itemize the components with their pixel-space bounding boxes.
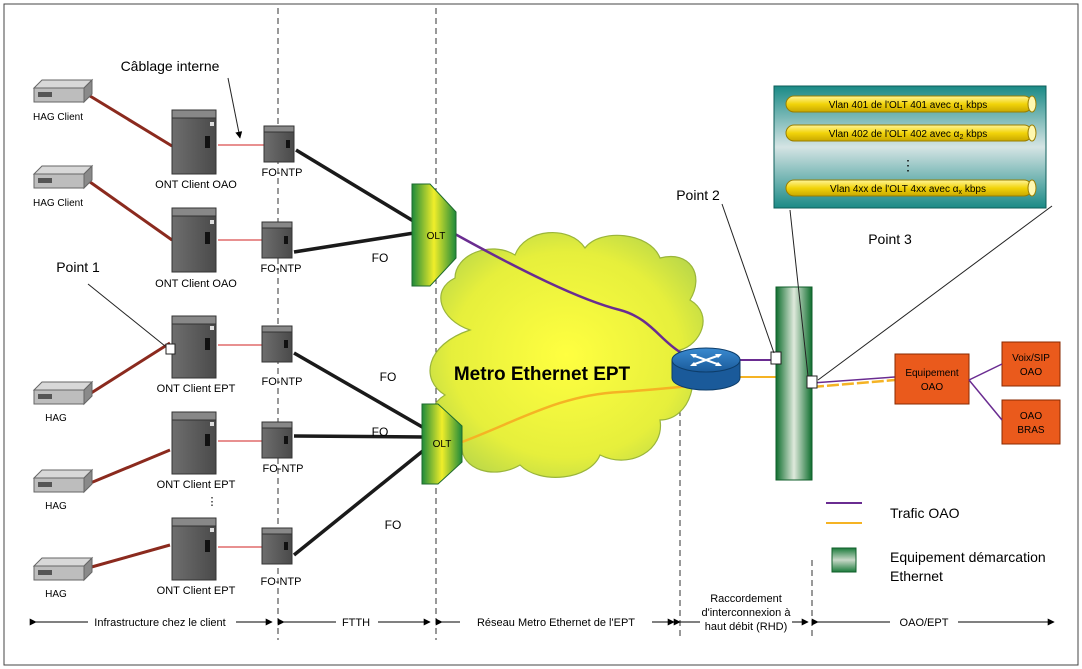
- ont-device: ONT Client EPT ⋮: [157, 411, 236, 508]
- ont-device: ONT Client EPT: [157, 315, 236, 395]
- vlan-label: Vlan 402 de l'OLT 402 avec α2 kbps: [829, 129, 988, 141]
- hag-label: HAG: [45, 413, 67, 424]
- olt-device: OLT: [421, 403, 463, 485]
- ont-label: ONT Client OAO: [155, 179, 237, 191]
- olt-devices: OLT OLT: [411, 183, 463, 485]
- hag-label: HAG: [45, 589, 67, 600]
- hag-label: HAG Client: [33, 198, 83, 209]
- legend: Trafic OAO Equipement démarcation Ethern…: [826, 502, 1046, 584]
- hag-device: HAG: [32, 380, 94, 424]
- ont-device: ONT Client EPT: [157, 517, 236, 597]
- equipement-oao-box: Equipement OAO: [894, 353, 970, 405]
- fo-label: FO: [372, 425, 389, 439]
- legend-demarcation-line2: Ethernet: [890, 568, 943, 584]
- point2-label: Point 2: [676, 187, 720, 203]
- fo-ntp-device: FO-NTP: [261, 221, 302, 275]
- oao-equipment: Equipement OAO Voix/SIP OAO OAO BRAS: [894, 341, 1061, 445]
- equipement-oao-line1: Equipement: [905, 368, 959, 379]
- oao-bras-line2: BRAS: [1017, 425, 1045, 436]
- olt-label: OLT: [433, 439, 452, 450]
- hag-ont-cables: [87, 94, 173, 570]
- section-rhd-line2: d'interconnexion à: [702, 607, 792, 619]
- oao-bras-line1: OAO: [1020, 411, 1042, 422]
- fo-ntp-label: FO-NTP: [261, 576, 302, 588]
- section-labels: Infrastructure chez le client FTTH Résea…: [94, 593, 948, 633]
- fiber-lines: [292, 148, 426, 557]
- point1-label: Point 1: [56, 259, 100, 275]
- olt-device: OLT: [411, 183, 457, 287]
- ont-devices: ONT Client OAO ONT Client OAO ONT Client…: [155, 109, 237, 597]
- ont-device: ONT Client OAO: [155, 207, 237, 290]
- section-reseau: Réseau Metro Ethernet de l'EPT: [477, 617, 635, 629]
- metro-ethernet-label: Metro Ethernet EPT: [454, 364, 631, 385]
- vlan-pipe: Vlan 4xx de l'OLT 4xx avec αx kbps: [785, 179, 1037, 197]
- hag-devices: HAG Client HAG Client HAG HAG: [32, 78, 94, 600]
- voix-sip-line2: OAO: [1020, 367, 1042, 378]
- section-rhd-line3: haut débit (RHD): [705, 621, 788, 633]
- vlan-ellipsis: ⋮: [901, 157, 915, 173]
- section-ftth: FTTH: [342, 617, 370, 629]
- section-oao-ept: OAO/EPT: [900, 617, 949, 629]
- hag-label: HAG: [45, 501, 67, 512]
- fo-label: FO: [380, 370, 397, 384]
- ont-label: ONT Client EPT: [157, 585, 236, 597]
- ont-device: ONT Client OAO: [155, 109, 237, 191]
- fo-ntp-label: FO-NTP: [262, 167, 303, 179]
- metro-ethernet-cloud: Metro Ethernet EPT: [429, 231, 704, 478]
- vlan-pipe: Vlan 402 de l'OLT 402 avec α2 kbps: [785, 124, 1037, 142]
- ont-label: ONT Client OAO: [155, 278, 237, 290]
- ont-ntp-cables: [218, 144, 264, 548]
- fo-ntp-device: FO-NTP: [261, 527, 302, 588]
- hag-label: HAG Client: [33, 112, 83, 123]
- ellipsis-mark: ⋮: [207, 496, 218, 508]
- oao-links: [968, 363, 1003, 421]
- fo-ntp-label: FO-NTP: [263, 463, 304, 475]
- point3-label: Point 3: [868, 231, 912, 247]
- legend-demarcation-swatch: [831, 547, 857, 573]
- vlan-pipe: Vlan 401 de l'OLT 401 avec α1 kbps: [785, 95, 1037, 113]
- fo-ntp-label: FO-NTP: [262, 376, 303, 388]
- fo-ntp-device: FO-NTP: [262, 125, 303, 179]
- olt-label: OLT: [427, 231, 446, 242]
- point1-marker: [165, 343, 176, 355]
- section-infrastructure: Infrastructure chez le client: [94, 617, 225, 629]
- demarcation-equipment: [770, 286, 818, 481]
- outer-frame: [3, 3, 1079, 666]
- vlan-panel: Vlan 401 de l'OLT 401 avec α1 kbps Vlan …: [773, 85, 1047, 209]
- voix-sip-box: Voix/SIP OAO: [1001, 341, 1061, 387]
- hag-device: HAG Client: [32, 78, 94, 123]
- hag-device: HAG: [32, 556, 94, 600]
- vlan-label: Vlan 4xx de l'OLT 4xx avec αx kbps: [830, 184, 986, 196]
- ont-label: ONT Client EPT: [157, 383, 236, 395]
- equipement-oao-line2: OAO: [921, 382, 943, 393]
- section-separators: [277, 8, 813, 640]
- fo-label: FO: [372, 251, 389, 265]
- legend-trafic-label: Trafic OAO: [890, 505, 960, 521]
- fo-label: FO: [385, 518, 402, 532]
- ont-label: ONT Client EPT: [157, 479, 236, 491]
- point-callouts: [87, 77, 1053, 381]
- oao-bras-box: OAO BRAS: [1001, 399, 1061, 445]
- vlan-label: Vlan 401 de l'OLT 401 avec α1 kbps: [829, 100, 988, 112]
- router-icon: [671, 347, 741, 391]
- fo-ntp-device: FO-NTP: [261, 421, 304, 475]
- hag-device: HAG Client: [32, 164, 94, 209]
- legend-demarcation-line1: Equipement démarcation: [890, 549, 1046, 565]
- hag-device: HAG: [32, 468, 94, 512]
- cablage-interne-label: Câblage interne: [121, 58, 220, 74]
- fo-ntp-devices: FO-NTP FO-NTP FO-NTP FO-NTP FO-NTP: [261, 125, 304, 588]
- voix-sip-line1: Voix/SIP: [1012, 353, 1050, 364]
- fo-ntp-device: FO-NTP: [261, 325, 303, 388]
- fo-labels: FO FO FO FO: [372, 251, 402, 532]
- section-rhd-line1: Raccordement: [710, 593, 782, 605]
- fo-ntp-label: FO-NTP: [261, 263, 302, 275]
